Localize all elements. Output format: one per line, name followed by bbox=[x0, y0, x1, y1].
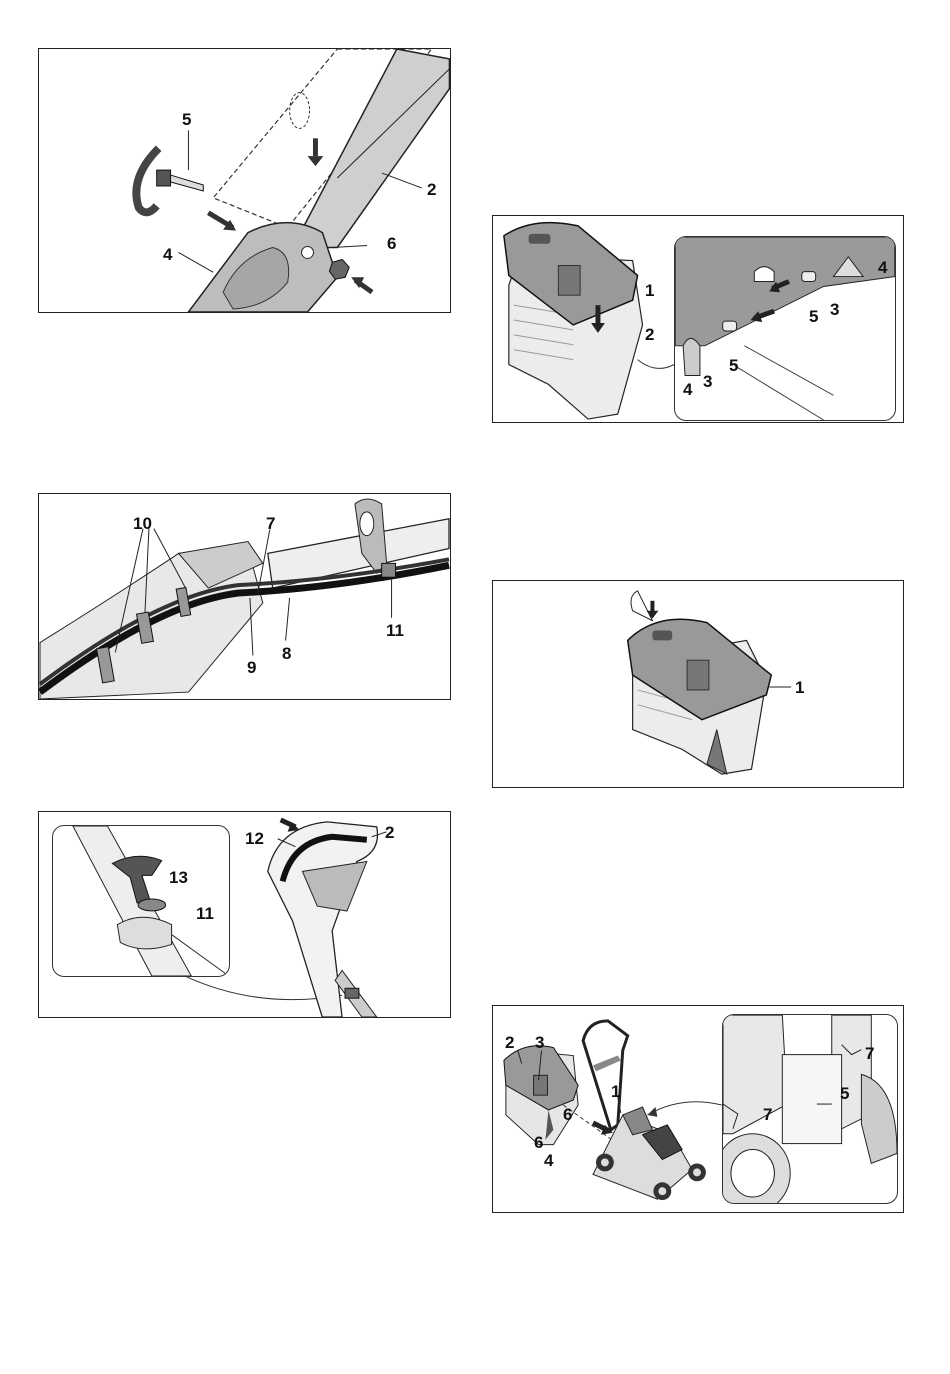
figure-cable-clips: 10 7 11 9 8 bbox=[38, 493, 451, 700]
label-4: 4 bbox=[683, 381, 692, 398]
figure-catcher-closed: 1 bbox=[492, 580, 904, 788]
label-8: 8 bbox=[282, 645, 291, 662]
label-11: 11 bbox=[196, 905, 214, 922]
figure-handle-bolt: 5 2 6 4 bbox=[38, 48, 451, 313]
label-6: 6 bbox=[563, 1106, 572, 1123]
label-5: 5 bbox=[729, 357, 738, 374]
label-5: 5 bbox=[809, 308, 818, 325]
label-12: 12 bbox=[245, 830, 264, 847]
catcher-lid-inset-drawing bbox=[675, 237, 895, 420]
label-4: 4 bbox=[544, 1152, 553, 1169]
figure-mower-catcher: 2 3 1 6 6 4 7 5 7 bbox=[492, 1005, 904, 1213]
catcher-closed-drawing bbox=[493, 581, 903, 787]
catcher-lid-inset bbox=[674, 236, 896, 421]
label-1: 1 bbox=[645, 282, 654, 299]
label-3: 3 bbox=[535, 1034, 544, 1051]
label-9: 9 bbox=[247, 659, 256, 676]
label-2: 2 bbox=[385, 824, 394, 841]
figure-grass-catcher-lid: 1 2 4 3 5 5 4 3 bbox=[492, 215, 904, 423]
label-6: 6 bbox=[534, 1134, 543, 1151]
label-11: 11 bbox=[386, 622, 404, 639]
label-7: 7 bbox=[865, 1045, 874, 1062]
label-1: 1 bbox=[795, 679, 804, 696]
figure-starter-grip: 13 11 12 2 bbox=[38, 811, 451, 1018]
label-7: 7 bbox=[266, 515, 275, 532]
label-10: 10 bbox=[133, 515, 152, 532]
handle-bolt-drawing bbox=[39, 49, 450, 312]
label-5: 5 bbox=[182, 111, 191, 128]
label-4: 4 bbox=[163, 246, 172, 263]
label-5: 5 bbox=[840, 1085, 849, 1102]
mower-catcher-inset bbox=[722, 1014, 898, 1204]
label-13: 13 bbox=[169, 869, 188, 886]
label-3: 3 bbox=[703, 373, 712, 390]
cable-clips-drawing bbox=[39, 494, 450, 699]
label-4: 4 bbox=[878, 259, 887, 276]
label-2: 2 bbox=[645, 326, 654, 343]
label-3: 3 bbox=[830, 301, 839, 318]
label-6: 6 bbox=[387, 235, 396, 252]
label-2: 2 bbox=[505, 1034, 514, 1051]
label-1: 1 bbox=[611, 1083, 620, 1100]
label-2: 2 bbox=[427, 181, 436, 198]
label-7: 7 bbox=[763, 1106, 772, 1123]
